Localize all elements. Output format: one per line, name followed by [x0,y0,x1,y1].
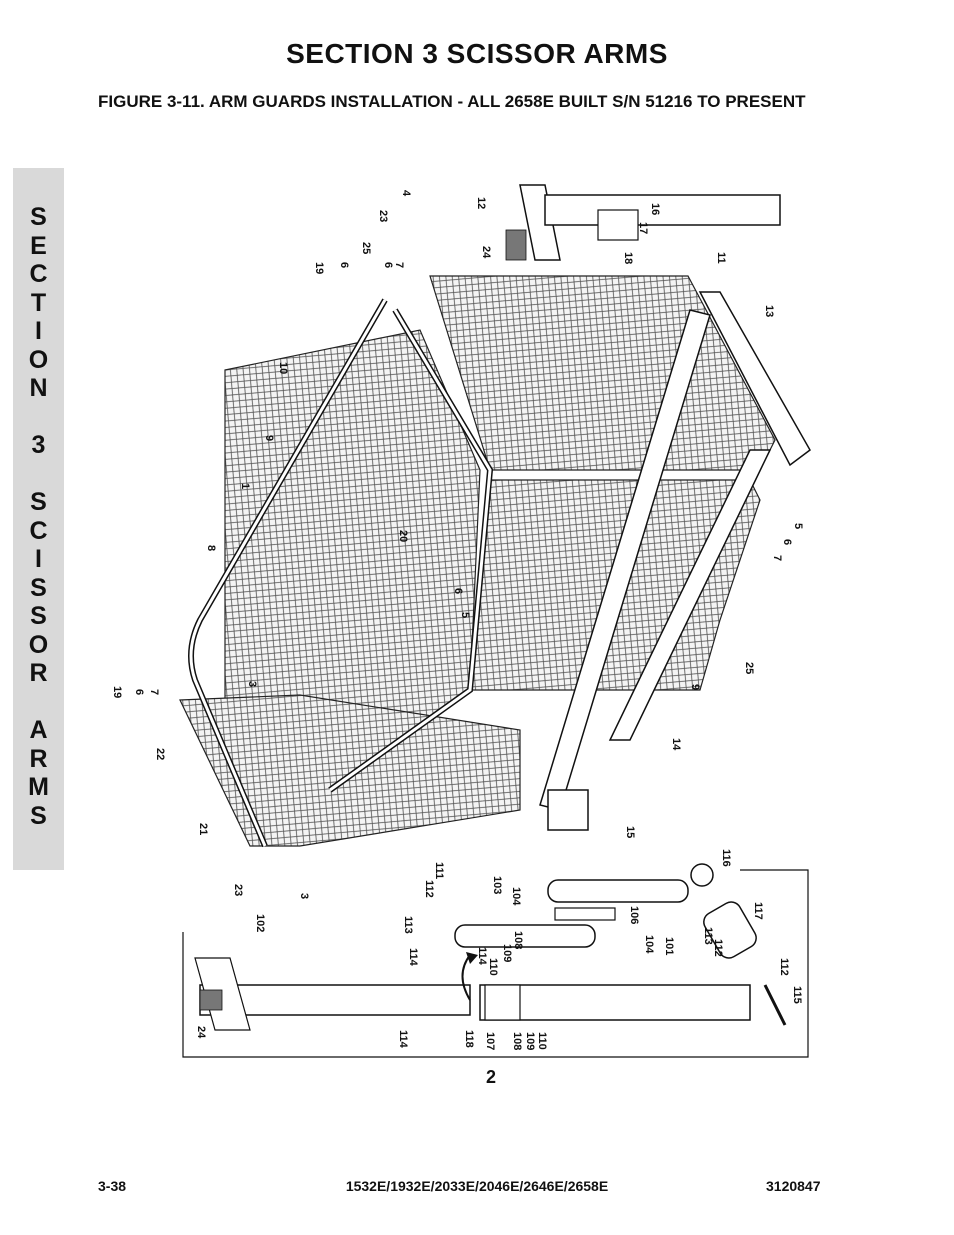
pin-115 [763,984,787,1026]
callout-label: 103 [491,876,503,894]
callout-label: 6 [781,539,793,545]
callout-label: 109 [524,1032,536,1050]
callout-label: 6 [452,588,464,594]
channel-end [547,789,589,831]
channel-rail-top [698,291,811,467]
callout-label: 7 [148,689,160,695]
label-24-b [199,989,223,1011]
callout-label: 7 [771,555,783,561]
label-24-a [505,229,527,261]
inset-label: 2 [486,1067,496,1087]
callout-label: 118 [463,1030,475,1048]
top-bracket [519,184,561,261]
callout-label: 19 [313,262,325,274]
link-106 [554,907,616,921]
callout-label: 9 [263,435,275,441]
footer-page-number: 3-38 [98,1178,127,1194]
channel-rail-side [608,449,772,741]
callout-label: 1 [239,483,251,489]
callout-label: 5 [792,523,804,529]
top-channel [544,194,781,226]
callout-label: 9 [689,684,701,690]
assembly-arrow [461,954,471,1001]
callout-label: 7 [393,262,405,268]
callout-label: 8 [205,545,217,551]
callout-label: 6 [382,262,394,268]
roller-117 [703,901,757,959]
side-tab-label: S E C T I O N 3 S C I S S O R A R M S [28,203,49,830]
callout-label: 108 [512,931,524,949]
callout-label: 113 [702,927,714,945]
callout-label: 116 [720,849,732,867]
callout-label: 3 [246,681,258,687]
footer-doc-number: 3120847 [766,1178,821,1194]
callout-label: 15 [624,826,636,838]
callout-label: 3 [298,893,310,899]
callout-label: 106 [628,906,640,924]
callout-label: 111 [433,862,445,879]
callout-label: 23 [377,210,389,222]
section-side-tab: S E C T I O N 3 S C I S S O R A R M S [13,168,64,870]
arm-101-block [484,984,521,1021]
callout-label: 110 [536,1032,548,1050]
callout-label: 117 [752,902,764,920]
callout-label: 22 [154,748,166,760]
callout-label: 16 [649,203,661,215]
callout-label: 11 [715,252,727,264]
callout-label: 10 [277,362,289,374]
callout-label: 4 [400,190,412,197]
callout-label: 112 [778,958,790,976]
section-title: SECTION 3 SCISSOR ARMS [286,38,668,69]
callout-label: 113 [402,916,414,934]
inset-detail [182,863,809,1058]
callout-label: 17 [637,222,649,234]
figure-title: FIGURE 3-11. ARM GUARDS INSTALLATION - A… [98,92,806,111]
callout-label: 20 [397,530,409,542]
main-guard-assembly [179,184,811,848]
callout-label: 12 [475,197,487,209]
callout-labels: 4 12 16 23 17 24 18 19 6 25 6 7 11 13 10… [111,190,804,1087]
callout-label: 110 [487,958,499,976]
callout-label: 108 [511,1032,523,1050]
callout-label: 6 [338,262,350,268]
callout-label: 112 [423,880,435,898]
cylinder-upper [547,879,689,903]
callout-label: 112 [712,939,724,957]
callout-label: 102 [254,914,266,932]
callout-label: 18 [622,252,634,264]
callout-label: 109 [501,944,513,962]
callout-label: 115 [791,986,803,1004]
callout-label: 13 [763,305,775,317]
callout-label: 6 [133,689,145,695]
callout-label: 104 [643,935,655,954]
callout-label: 24 [195,1026,207,1039]
cylinder-103 [454,924,596,948]
callout-label: 114 [476,947,488,966]
callout-label: 114 [407,948,419,967]
callout-label: 25 [360,242,372,254]
callout-label: 107 [484,1032,496,1050]
callout-label: 19 [111,686,123,698]
callout-label: 25 [743,662,755,674]
callout-label: 101 [663,937,675,955]
callout-label: 114 [397,1030,409,1049]
callout-label: 21 [197,823,209,835]
mesh-panel-lower [179,694,521,847]
callout-label: 23 [232,884,244,896]
bracket-plate [597,209,639,241]
roller-116 [690,863,714,887]
callout-label: 14 [670,738,682,751]
footer-models: 1532E/1932E/2033E/2046E/2646E/2658E [345,1178,609,1194]
callout-label: 104 [510,887,522,906]
callout-label: 5 [459,612,471,618]
callout-label: 24 [480,246,492,259]
arm-101 [479,984,751,1021]
